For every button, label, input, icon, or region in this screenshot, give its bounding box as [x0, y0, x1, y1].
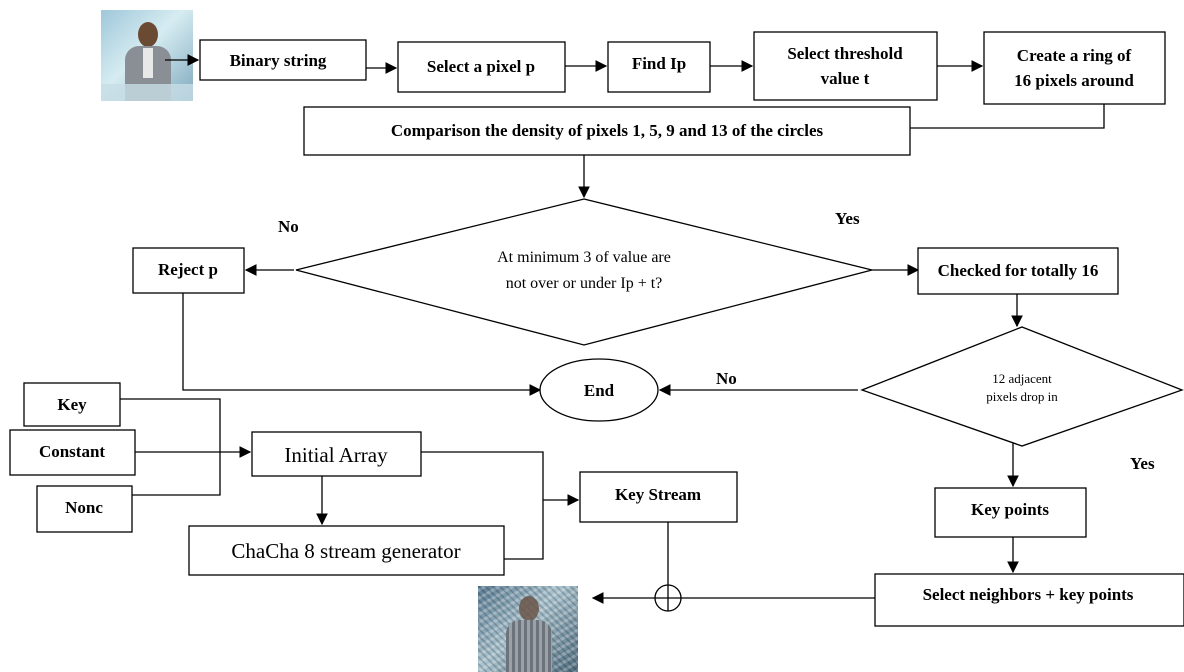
- node-comparison: Comparison the density of pixels 1, 5, 9…: [303, 106, 911, 156]
- select-neighbors-label: Select neighbors + key points: [923, 585, 1134, 604]
- reject-label: Reject p: [158, 260, 218, 279]
- node-checked-16: Checked for totally 16: [917, 247, 1119, 295]
- node-create-ring: Create a ring of 16 pixels around: [983, 31, 1166, 105]
- label-yes-right: Yes: [835, 209, 860, 228]
- chacha-label: ChaCha 8 stream generator: [231, 539, 460, 563]
- nonc-label: Nonc: [65, 498, 103, 517]
- checked-label: Checked for totally 16: [938, 261, 1099, 280]
- node-end: End: [539, 358, 659, 422]
- node-key-stream: Key Stream: [579, 471, 738, 523]
- decision2-label-2: pixels drop in: [986, 389, 1058, 404]
- select-pixel-label: Select a pixel p: [427, 57, 535, 76]
- label-no-middle: No: [716, 369, 737, 388]
- decision-minimum-3: At minimum 3 of value are not over or un…: [295, 198, 873, 346]
- create-ring-label-1: Create a ring of: [1017, 46, 1132, 65]
- node-nonc: Nonc: [36, 485, 133, 533]
- node-select-neighbors: Select neighbors + key points: [874, 573, 1184, 627]
- node-initial-array: Initial Array: [251, 431, 422, 477]
- label-no-left: No: [278, 217, 299, 236]
- arrow-reject-to-end: [182, 293, 542, 396]
- node-reject-p: Reject p: [132, 247, 245, 294]
- select-threshold-label-1: Select threshold: [787, 44, 903, 63]
- decision2-label-1: 12 adjacent: [992, 371, 1052, 386]
- comparison-label: Comparison the density of pixels 1, 5, 9…: [391, 121, 824, 140]
- connectors: [120, 54, 1105, 604]
- node-select-pixel: Select a pixel p: [397, 41, 566, 93]
- node-constant: Constant: [9, 429, 136, 476]
- line-key-nonc-merge: [120, 398, 221, 496]
- key-label: Key: [57, 395, 87, 414]
- binary-string-label: Binary string: [230, 51, 327, 70]
- label-yes-lower: Yes: [1130, 454, 1155, 473]
- node-key: Key: [23, 382, 121, 427]
- create-ring-label-2: 16 pixels around: [1014, 71, 1134, 90]
- node-select-threshold: Select threshold value t: [753, 31, 938, 101]
- node-find-ip: Find Ip: [607, 41, 711, 93]
- decision1-label-1: At minimum 3 of value are: [497, 249, 671, 266]
- output-image-head: [519, 596, 539, 621]
- arrow-ring-to-comparison: [910, 104, 1105, 129]
- input-image-shirt: [143, 48, 153, 78]
- output-image-suit: [506, 620, 552, 672]
- find-ip-label: Find Ip: [632, 54, 686, 73]
- decision1-label-2: not over or under Ip + t?: [506, 275, 663, 292]
- line-array-chacha-merge: [421, 451, 544, 560]
- initial-array-label: Initial Array: [284, 443, 388, 467]
- input-image: [101, 10, 193, 101]
- decision-12-adjacent: 12 adjacent pixels drop in: [860, 326, 1184, 447]
- end-label: End: [584, 381, 615, 400]
- node-key-points: Key points: [934, 487, 1087, 538]
- constant-label: Constant: [39, 442, 105, 461]
- input-image-desk: [101, 84, 193, 101]
- node-binary-string: Binary string: [199, 39, 367, 81]
- key-points-label: Key points: [971, 500, 1049, 519]
- input-image-head: [138, 22, 158, 47]
- key-stream-label: Key Stream: [615, 485, 701, 504]
- node-chacha: ChaCha 8 stream generator: [188, 525, 505, 576]
- output-encrypted-image: [478, 586, 578, 672]
- select-threshold-label-2: value t: [821, 69, 870, 88]
- xor-symbol: [654, 584, 682, 612]
